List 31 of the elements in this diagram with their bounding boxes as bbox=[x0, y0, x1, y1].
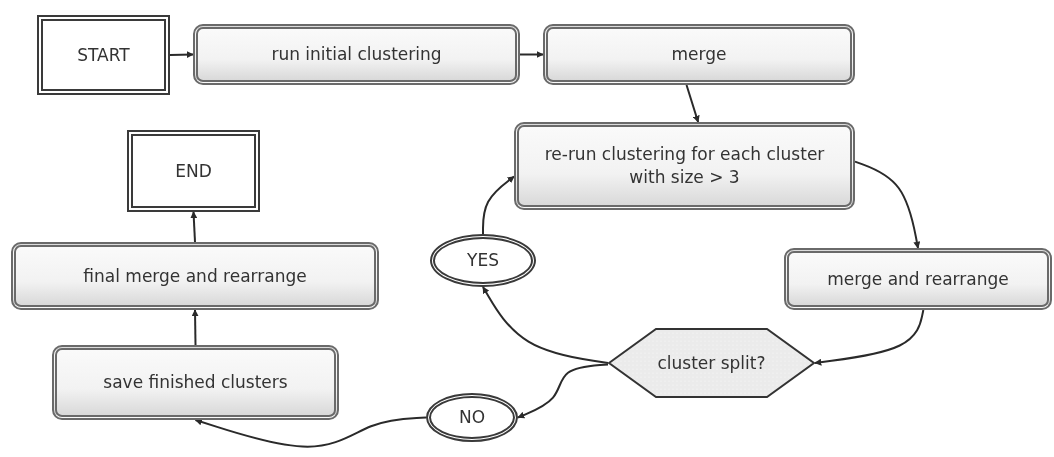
node-label: re-run clustering for each cluster with size > 3 bbox=[543, 143, 826, 189]
node-label: final merge and rearrange bbox=[83, 264, 307, 288]
process-box bbox=[11, 242, 379, 310]
process-box bbox=[543, 24, 855, 85]
process-box bbox=[52, 345, 339, 420]
arrow bbox=[190, 211, 198, 243]
arrow bbox=[814, 309, 925, 366]
node-label: merge bbox=[671, 43, 727, 66]
node-label: END bbox=[175, 159, 212, 183]
process-box bbox=[193, 24, 520, 85]
terminal-box bbox=[127, 130, 260, 212]
arrow bbox=[482, 286, 609, 364]
node-label: save finished clusters bbox=[103, 371, 288, 394]
node-label: cluster split? bbox=[657, 351, 766, 375]
node-label: YES bbox=[467, 249, 499, 272]
node-label: START bbox=[77, 43, 130, 67]
arrow bbox=[482, 175, 515, 235]
terminal-box bbox=[37, 15, 170, 95]
decision-hexagon bbox=[608, 328, 815, 398]
node-label: merge and rearrange bbox=[827, 267, 1009, 291]
arrow bbox=[685, 84, 700, 123]
process-box bbox=[784, 248, 1052, 310]
arrow bbox=[519, 51, 544, 58]
arrow bbox=[191, 309, 199, 346]
node-label: NO bbox=[458, 406, 486, 429]
node-label: run initial clustering bbox=[271, 43, 442, 66]
process-box bbox=[514, 122, 855, 210]
arrow bbox=[517, 363, 609, 419]
arrow bbox=[169, 51, 194, 59]
arrow bbox=[194, 416, 427, 448]
arrow bbox=[854, 160, 921, 249]
